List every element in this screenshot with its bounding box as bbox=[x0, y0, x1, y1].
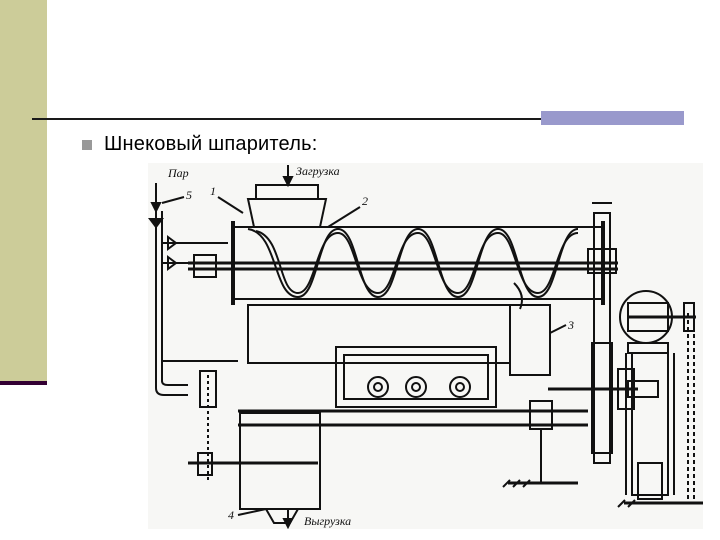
callout-3: 3 bbox=[567, 318, 574, 332]
callout-1: 1 bbox=[210, 184, 216, 198]
sidebar-underline bbox=[0, 381, 47, 385]
title-rule bbox=[32, 118, 684, 120]
callout-2: 2 bbox=[362, 194, 368, 208]
bullet-text: Шнековый шпаритель: bbox=[104, 133, 318, 155]
screw-scalder-drawing: Пар Загрузка Выгрузка 1 2 3 4 5 bbox=[148, 163, 703, 529]
unloading-label: Выгрузка bbox=[304, 514, 351, 528]
callout-4: 4 bbox=[228, 508, 234, 522]
drawing-svg: Пар Загрузка Выгрузка 1 2 3 4 5 bbox=[148, 163, 703, 529]
bullet-item: Шнековый шпаритель: bbox=[82, 133, 317, 156]
sidebar-panel bbox=[0, 0, 47, 383]
steam-label: Пар bbox=[167, 166, 189, 180]
title-accent-bar bbox=[541, 111, 684, 125]
callout-5: 5 bbox=[186, 188, 192, 202]
loading-label: Загрузка bbox=[296, 164, 340, 178]
square-bullet-icon bbox=[82, 139, 92, 150]
